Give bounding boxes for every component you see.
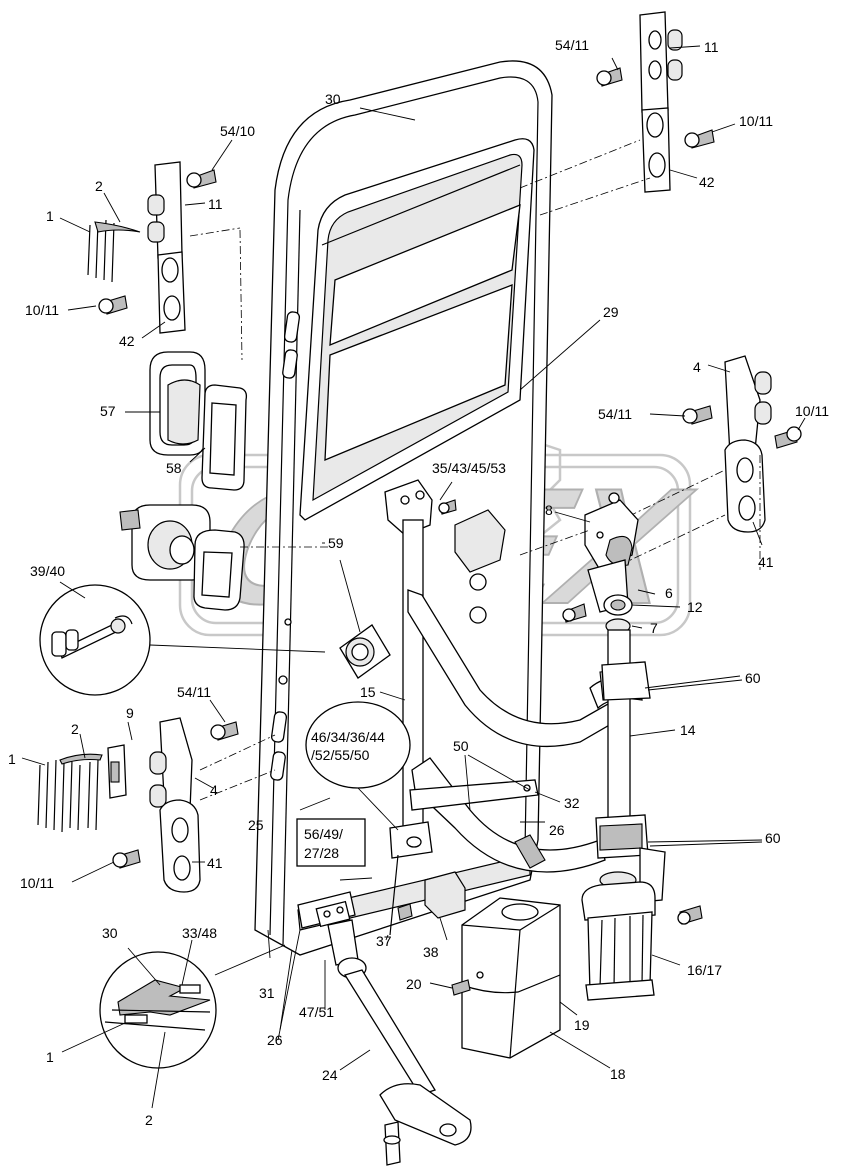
callout-35-43-45-53: 35/43/45/53 [432, 460, 506, 476]
callout-12: 12 [687, 599, 703, 615]
washer-reservoir [429, 897, 611, 1069]
callout-1-bottom: 1 [46, 1049, 54, 1065]
callout-38: 38 [423, 944, 439, 960]
callout-41-left: 41 [207, 855, 223, 871]
callout-54-10: 54/10 [220, 123, 255, 139]
callout-7: 7 [650, 620, 658, 636]
callout-1-top: 1 [46, 208, 54, 224]
callout-56-line1: 56/49/ [304, 826, 343, 842]
gas-spring-cylinder [581, 881, 703, 1001]
callout-20: 20 [406, 976, 422, 992]
callout-29: 29 [603, 304, 619, 320]
callout-54-11-top: 54/11 [555, 37, 589, 53]
callout-26-bottom: 26 [267, 1032, 283, 1048]
upper-left-hinge [59, 139, 243, 361]
callout-14: 14 [680, 722, 696, 738]
callout-10-11-left: 10/11 [25, 302, 59, 318]
lower-arm [357, 754, 606, 936]
callout-8: 8 [545, 502, 553, 518]
callout-2-top: 2 [95, 178, 103, 194]
callout-10-11-top: 10/11 [739, 113, 773, 129]
callout-11-top: 11 [704, 39, 719, 55]
door-leaders [267, 319, 601, 1031]
detail-latch-39-40 [39, 581, 326, 696]
callout-6: 6 [665, 585, 673, 601]
callout-57: 57 [100, 403, 116, 419]
callout-47-51: 47/51 [299, 1004, 334, 1020]
callout-59: 59 [328, 535, 344, 551]
upper-right-hinge [519, 11, 736, 216]
callout-26-right: 26 [549, 822, 565, 838]
callout-54-11-left: 54/11 [177, 684, 211, 700]
callout-2-bottom: 2 [145, 1112, 153, 1128]
callout-46-line2: /52/55/50 [311, 747, 370, 763]
callout-46-line1: 46/34/36/44 [311, 729, 385, 745]
callout-10-11-right: 10/11 [795, 403, 829, 419]
callout-15: 15 [360, 684, 376, 700]
callout-33-48: 33/48 [182, 925, 217, 941]
callout-54-11-right: 54/11 [598, 406, 632, 422]
callout-4-left: 4 [210, 782, 218, 798]
door-rosette [339, 559, 391, 679]
callout-30-top: 30 [325, 91, 341, 107]
pillar-14 [595, 629, 763, 903]
callout-9: 9 [126, 705, 134, 721]
callout-32: 32 [564, 795, 580, 811]
callout-11-left: 11 [208, 196, 223, 212]
callout-10-11-bottom: 10/11 [20, 875, 54, 891]
callout-labels: 30 54/11 11 10/11 42 54/10 2 11 1 10/11 … [8, 37, 829, 1128]
callout-60-top: 60 [745, 670, 761, 686]
callout-1-mid: 1 [8, 751, 16, 767]
upper-arm-bracket [384, 479, 506, 624]
callout-31: 31 [259, 985, 275, 1001]
lower-left-hinge [21, 699, 276, 893]
callout-42-left: 42 [119, 333, 135, 349]
callout-60-bottom: 60 [765, 830, 781, 846]
callout-58: 58 [166, 460, 182, 476]
callout-56-line2: 27/28 [304, 845, 339, 861]
callout-19: 19 [574, 1017, 590, 1033]
callout-41-right: 41 [758, 554, 774, 570]
lock-mechanism [519, 492, 681, 634]
callout-25: 25 [248, 817, 264, 833]
grab-handle-assembly [125, 351, 248, 491]
stop-buffer [385, 871, 466, 941]
callout-42-right: 42 [699, 174, 715, 190]
callout-37: 37 [376, 933, 392, 949]
detail-seal-section [61, 939, 286, 1109]
callout-18: 18 [610, 1066, 626, 1082]
callout-4-right: 4 [693, 359, 701, 375]
callout-50: 50 [453, 738, 469, 754]
callout-16-17: 16/17 [687, 962, 722, 978]
callout-2-mid: 2 [71, 721, 79, 737]
callout-30-detail: 30 [102, 925, 118, 941]
callout-39-40: 39/40 [30, 563, 65, 579]
lock-cylinder [119, 504, 330, 611]
lower-right-hinge [599, 355, 806, 570]
callout-24: 24 [322, 1067, 338, 1083]
lower-link-24 [277, 877, 472, 1166]
callout-oval [305, 701, 411, 789]
callout-box [296, 818, 366, 867]
